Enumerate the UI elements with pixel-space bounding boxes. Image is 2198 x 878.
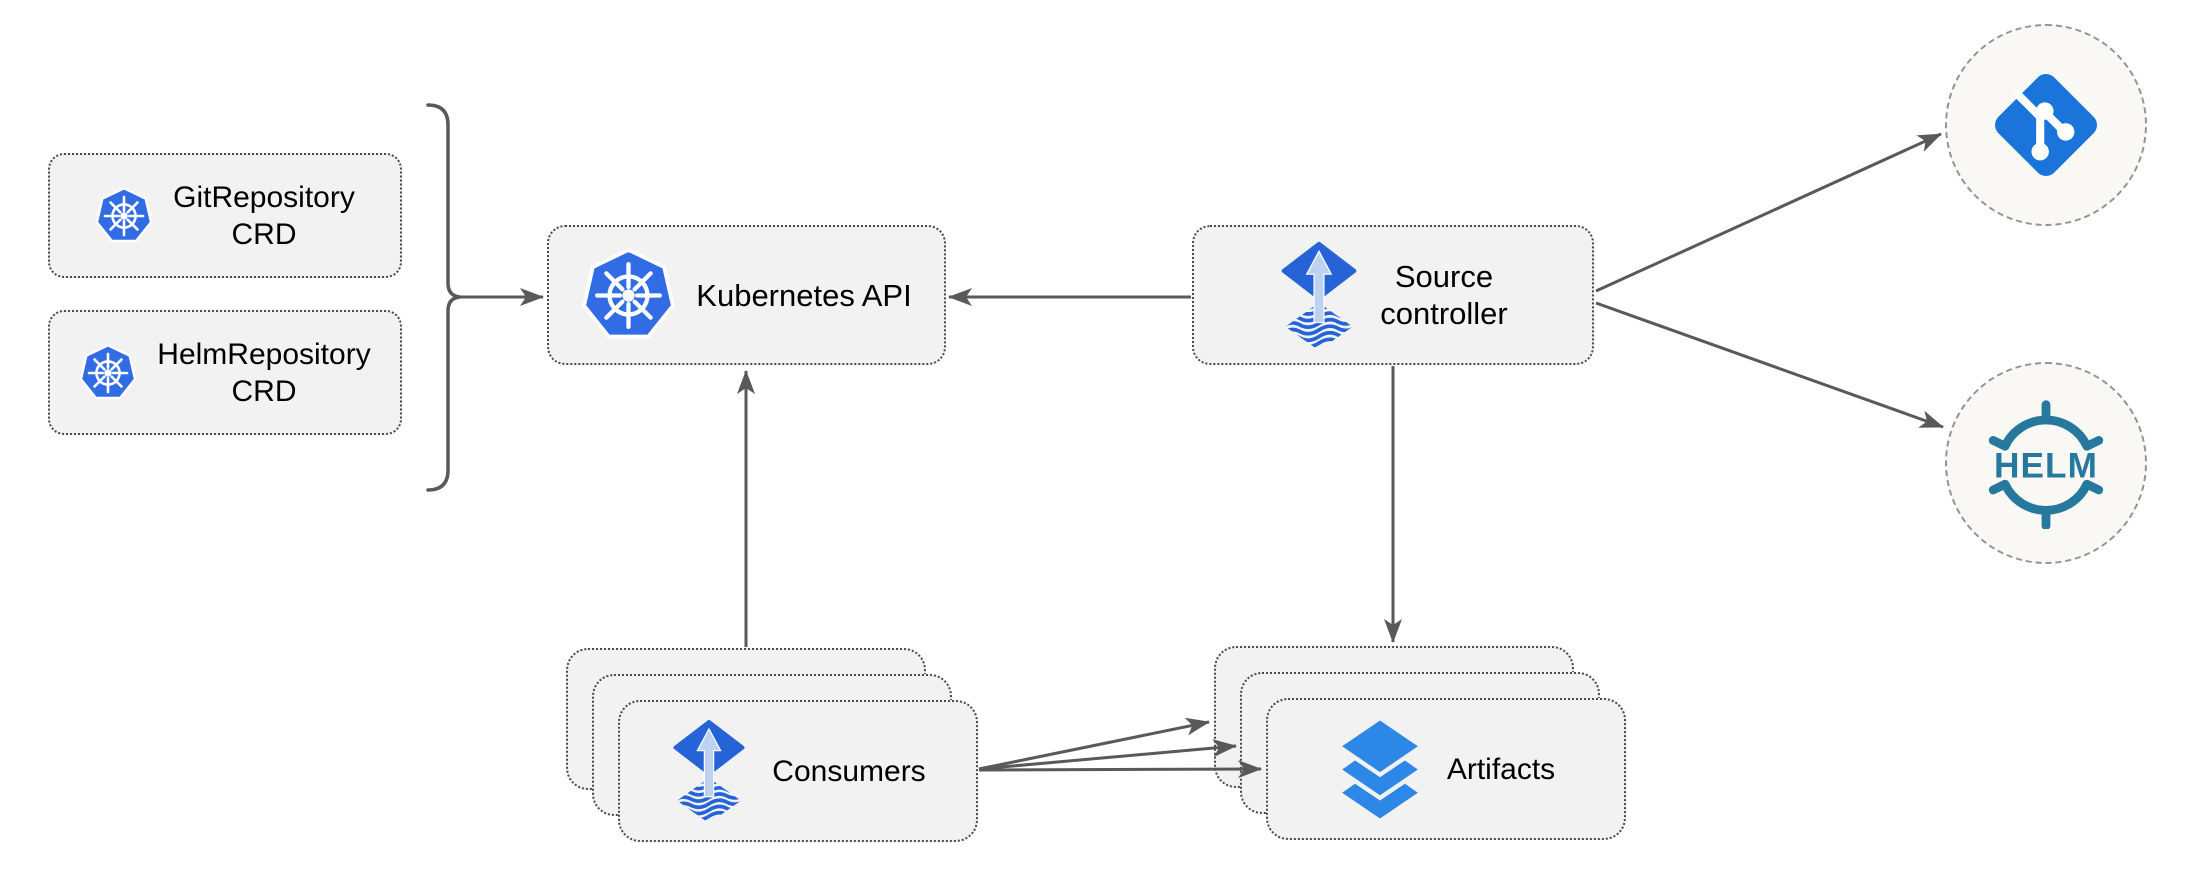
node-label-line2: CRD: [231, 217, 297, 251]
node-label-line1: HelmRepository: [157, 337, 371, 371]
flux-icon: [1278, 238, 1360, 353]
node-label: GitRepository CRD: [173, 179, 355, 253]
node-kubernetes-api: Kubernetes API: [547, 225, 946, 365]
node-artifacts: Artifacts: [1266, 698, 1626, 840]
endpoint-helm: HELM: [1945, 362, 2147, 564]
node-label: Consumers: [772, 753, 925, 790]
node-label: Kubernetes API: [696, 277, 911, 314]
node-consumers: Consumers: [618, 700, 978, 842]
node-label-line1: Source: [1394, 259, 1494, 294]
node-label: Artifacts: [1447, 751, 1555, 788]
layers-icon: [1337, 717, 1423, 822]
node-label-line1: Artifacts: [1446, 752, 1556, 786]
endpoint-git: [1945, 24, 2147, 226]
kubernetes-icon: [95, 186, 153, 246]
kubernetes-icon: [581, 246, 676, 345]
arrow-consumers-to-artifacts-middle: [978, 739, 1237, 771]
kubernetes-icon: [79, 343, 137, 403]
helm-icon: HELM: [1988, 400, 2104, 529]
arrow-consumers-to-artifacts-back: [978, 717, 1210, 771]
node-label-line2: CRD: [231, 374, 297, 408]
flux-icon: [670, 716, 748, 826]
crd-group-bracket: [426, 103, 461, 492]
node-label-line1: Consumers: [772, 754, 926, 788]
git-icon: [1988, 67, 2104, 183]
node-label: HelmRepository CRD: [157, 336, 370, 410]
node-label-line1: GitRepository: [173, 180, 355, 214]
node-label: Source controller: [1380, 258, 1508, 332]
arrow-source-to-git: [1595, 132, 1942, 293]
node-label-line1: Kubernetes API: [696, 277, 912, 313]
arrow-source-to-helm: [1595, 301, 1944, 429]
node-git-repository-crd: GitRepository CRD: [48, 153, 402, 278]
node-source-controller: Source controller: [1192, 225, 1594, 365]
node-label-line2: controller: [1380, 296, 1508, 331]
helm-logo-text: HELM: [1994, 446, 2098, 485]
node-helm-repository-crd: HelmRepository CRD: [48, 310, 402, 435]
